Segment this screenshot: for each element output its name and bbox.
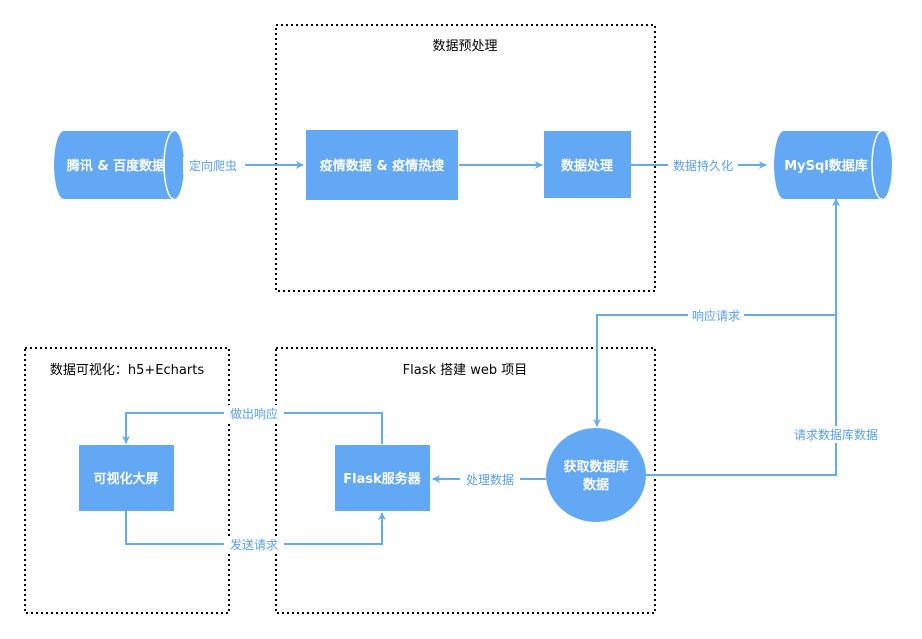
- node-fetch-db-label-line1: 获取数据库: [563, 459, 628, 475]
- edge-label-crawler: 定向爬虫: [189, 158, 237, 173]
- edge-respond-request: [593, 314, 836, 427]
- edge-label-send-request: 发送请求: [230, 537, 278, 552]
- node-processing-label: 数据处理: [561, 158, 613, 174]
- node-epidemic-label: 疫情数据 & 疫情热搜: [320, 158, 445, 174]
- node-source-label: 腾讯 & 百度数据: [66, 158, 165, 174]
- edge-label-request-db: 请求数据库数据: [794, 427, 878, 442]
- group-title-preprocess: 数据预处理: [432, 39, 497, 54]
- edge-label-persist: 数据持久化: [673, 158, 733, 173]
- node-processing: 数据处理: [544, 131, 631, 198]
- group-title-flask-project: Flask 搭建 web 项目: [403, 362, 528, 378]
- edge-request-db: [636, 198, 840, 476]
- node-flask-server: Flask服务器: [335, 445, 430, 511]
- group-preprocess: [275, 24, 656, 292]
- node-epidemic: 疫情数据 & 疫情热搜: [306, 130, 458, 200]
- edge-label-process-data: 处理数据: [466, 472, 514, 487]
- node-fetch-db-label-line2: 数据: [583, 477, 609, 493]
- edge-label-make-response: 做出响应: [230, 406, 278, 421]
- node-dashboard: 可视化大屏: [79, 445, 174, 511]
- node-mysql-label: MySql数据库: [784, 158, 868, 174]
- group-title-visualization: 数据可视化：h5+Echarts: [50, 363, 204, 378]
- node-fetch-db: 获取数据库 数据: [546, 428, 646, 522]
- group-visualization: [24, 347, 230, 614]
- node-mysql-cylinder: MySql数据库: [774, 130, 892, 200]
- node-flask-server-label: Flask服务器: [343, 471, 421, 487]
- edge-label-respond-request: 响应请求: [692, 308, 740, 323]
- group-flask-project: [275, 347, 656, 614]
- node-dashboard-label: 可视化大屏: [93, 471, 158, 487]
- node-source-cylinder: 腾讯 & 百度数据: [54, 130, 184, 200]
